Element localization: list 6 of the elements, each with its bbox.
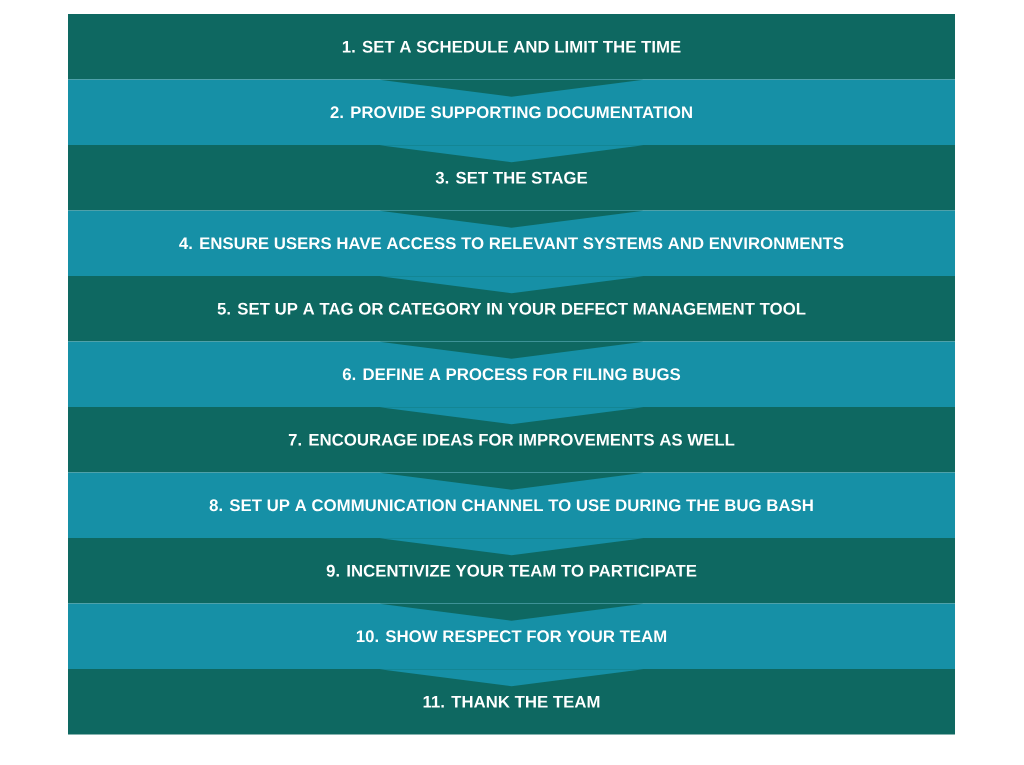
chevron-arrow <box>379 276 644 294</box>
chevron-arrow <box>379 669 644 687</box>
chevron-arrow <box>379 538 644 556</box>
step-band: 11. THANK THE TEAM <box>68 668 955 735</box>
chevron-arrow <box>379 407 644 425</box>
chevron-arrow <box>379 145 644 163</box>
